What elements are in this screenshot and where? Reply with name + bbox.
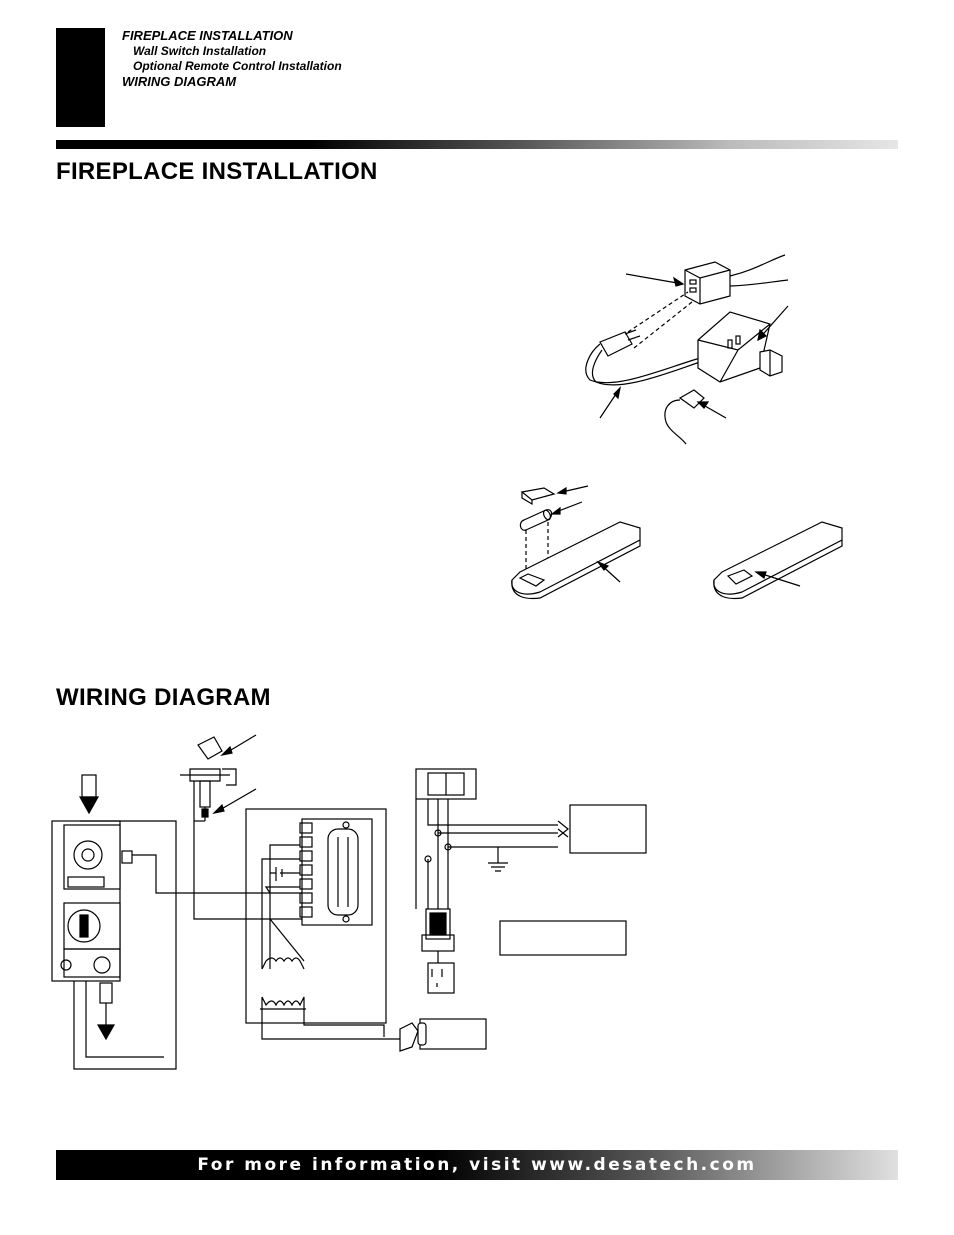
footer-bar: For more information, visit www.desatech… — [56, 1150, 898, 1180]
toc-item-wiring-diagram[interactable]: WIRING DIAGRAM — [122, 74, 237, 89]
wiring-diagram-heading: WIRING DIAGRAM — [56, 684, 271, 711]
receiver-adapter-illustration — [585, 254, 789, 445]
remote-battery-illustration — [511, 485, 843, 600]
toc-item-fireplace-installation[interactable]: FIREPLACE INSTALLATION — [122, 28, 293, 43]
fireplace-installation-heading: FIREPLACE INSTALLATION — [56, 158, 378, 185]
header-toc: FIREPLACE INSTALLATION Wall Switch Insta… — [122, 28, 342, 90]
header-rule-bar — [56, 140, 898, 149]
wiring-diagram-schematic — [51, 734, 647, 1070]
section-tab-block — [56, 28, 105, 127]
footer-website-link[interactable]: For more information, visit www.desatech… — [197, 1155, 757, 1175]
toc-item-wall-switch-installation[interactable]: Wall Switch Installation — [133, 44, 267, 58]
toc-item-remote-control-installation[interactable]: Optional Remote Control Installation — [133, 59, 342, 73]
